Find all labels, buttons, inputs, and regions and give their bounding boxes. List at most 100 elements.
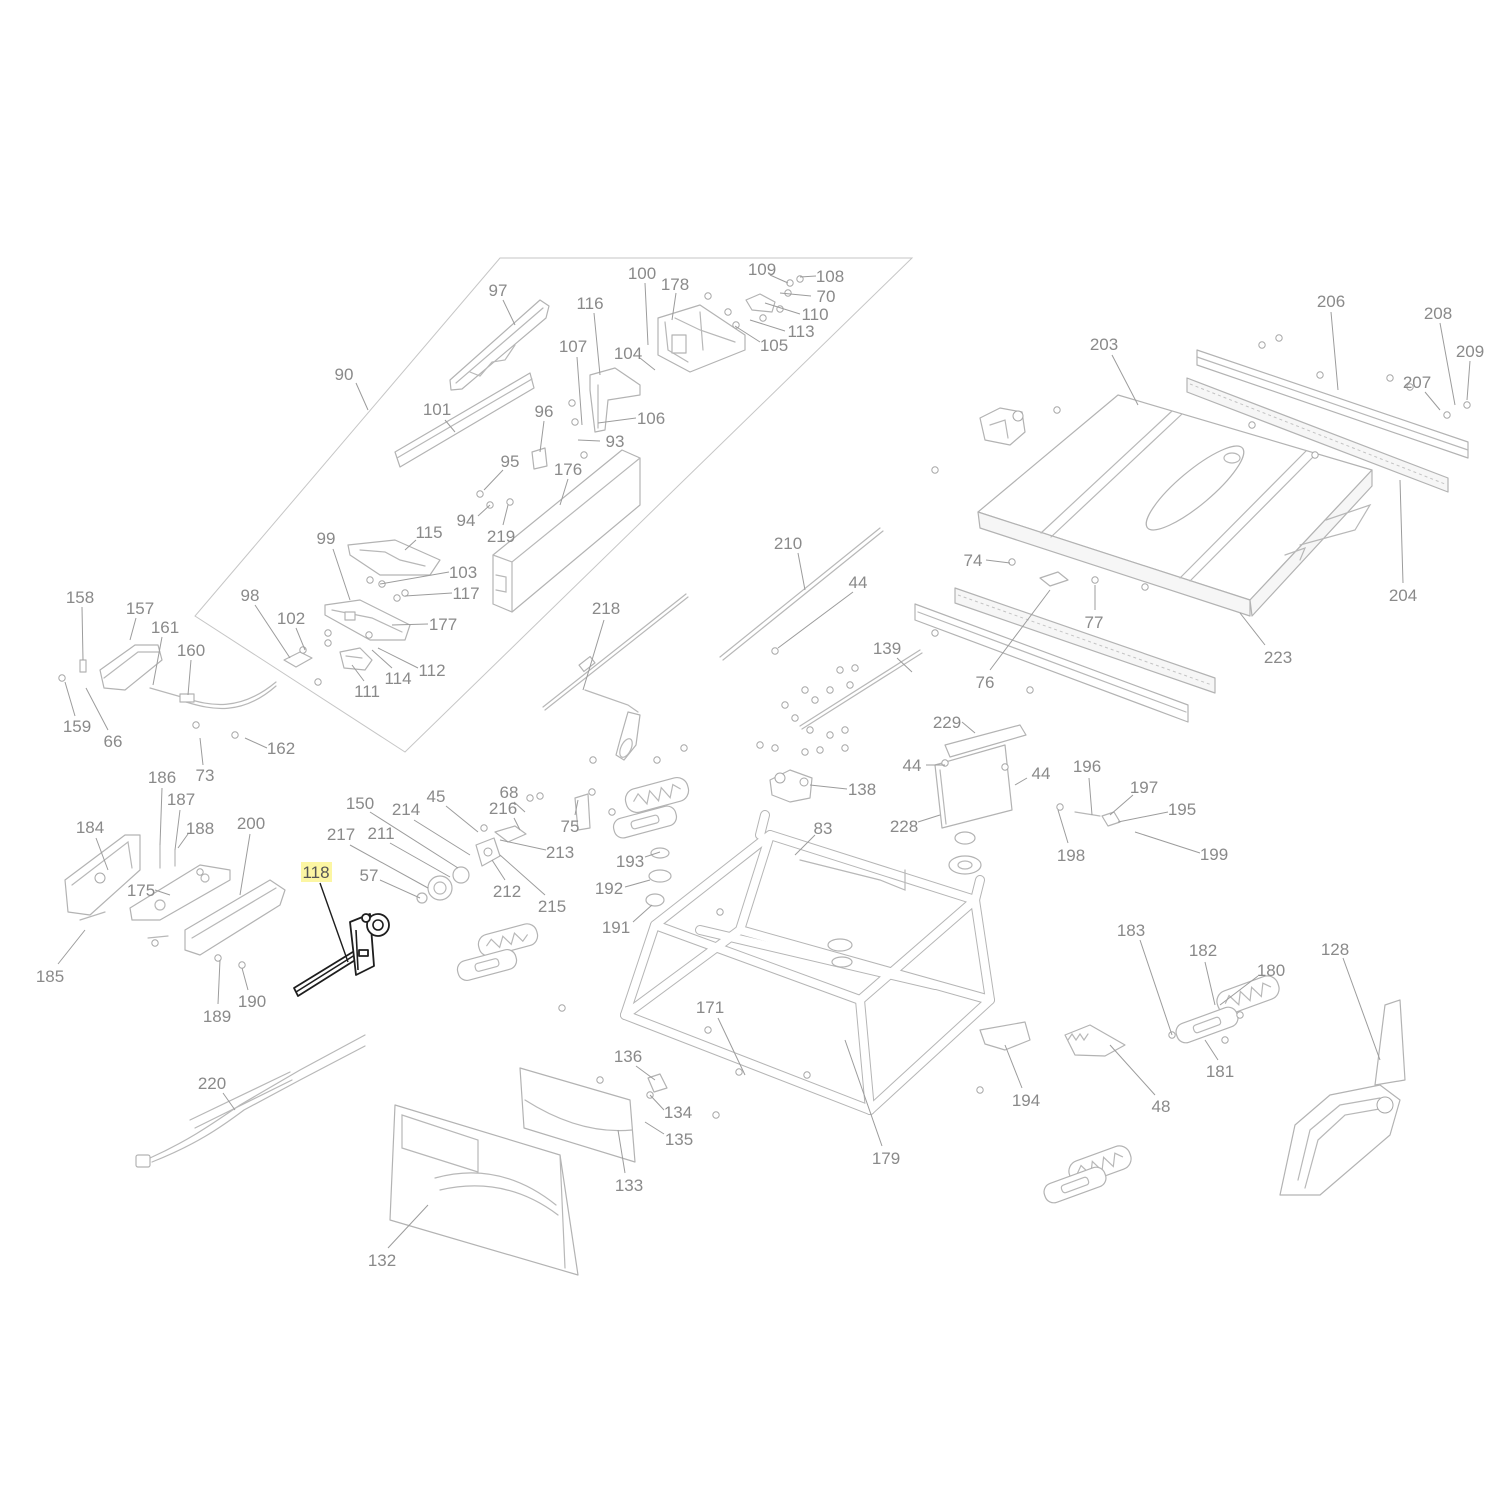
part-116-bracket (589, 367, 641, 433)
callout-139: 139 (873, 639, 901, 658)
callout-97: 97 (489, 281, 508, 300)
screw (759, 314, 767, 322)
part-194-bracket (979, 1021, 1031, 1051)
callout-189: 189 (203, 1007, 231, 1026)
screw (568, 399, 576, 407)
part-210-shaft (719, 527, 884, 661)
part-98-pad (283, 651, 313, 668)
screw (1001, 763, 1009, 771)
screw (1316, 371, 1324, 379)
callout-118-highlighted: 118 (302, 863, 329, 882)
screw (401, 589, 409, 597)
callout-109: 109 (748, 260, 776, 279)
callout-162: 162 (267, 739, 295, 758)
group-90-outline (194, 257, 914, 753)
callout-118-highlight (301, 862, 332, 882)
callout-229: 229 (933, 713, 961, 732)
screw (1406, 383, 1414, 391)
screw (841, 726, 849, 734)
screw (781, 701, 789, 709)
part-176-extrusion (492, 449, 641, 613)
part-200-rail (184, 879, 286, 956)
callout-198: 198 (1057, 846, 1085, 865)
screw (526, 794, 534, 802)
part-186-187-pins (147, 844, 176, 939)
callout-103: 103 (449, 563, 477, 582)
callout-101: 101 (423, 400, 451, 419)
callout-200: 200 (237, 814, 265, 833)
callout-188: 188 (186, 819, 214, 838)
part-157-handle (99, 644, 163, 691)
callout-83: 83 (814, 819, 833, 838)
part-foot-pad (1043, 1166, 1107, 1204)
callout-115: 115 (415, 523, 442, 542)
callout-212: 212 (493, 882, 521, 901)
screw (1091, 576, 1099, 584)
screw (771, 744, 779, 752)
leader-lines (57, 274, 1471, 1249)
screw (231, 731, 239, 739)
callout-194: 194 (1012, 1091, 1040, 1110)
part-132-housing-cover (389, 1104, 579, 1276)
screw (1258, 341, 1266, 349)
callout-192: 192 (595, 879, 623, 898)
callout-44: 44 (1032, 764, 1051, 783)
callout-220: 220 (198, 1074, 226, 1093)
callout-181: 181 (1206, 1062, 1234, 1081)
callout-199: 199 (1200, 845, 1228, 864)
part-220-power-cord (135, 1034, 366, 1168)
callout-76: 76 (976, 673, 995, 692)
callout-175: 175 (127, 881, 155, 900)
screw (589, 756, 597, 764)
screw (506, 498, 514, 506)
callout-93: 93 (606, 432, 625, 451)
callout-178: 178 (661, 275, 689, 294)
callout-190: 190 (238, 992, 266, 1011)
callout-206: 206 (1317, 292, 1345, 311)
callout-210: 210 (774, 534, 802, 553)
callout-216: 216 (489, 799, 517, 818)
screw (735, 1068, 743, 1076)
part-76-clamp (1039, 571, 1069, 587)
callout-44: 44 (849, 573, 868, 592)
callout-66: 66 (104, 732, 123, 751)
callout-45: 45 (427, 787, 446, 806)
callout-179: 179 (872, 1149, 900, 1168)
part-75-bracket (574, 793, 591, 831)
part-101-bar (394, 372, 535, 468)
callout-215: 215 (538, 897, 566, 916)
part-229-plate (944, 724, 1027, 758)
part-97-rail (449, 299, 550, 391)
callout-73: 73 (196, 766, 215, 785)
screw (756, 741, 764, 749)
callout-219: 219 (487, 527, 515, 546)
screw (724, 308, 732, 316)
screw (324, 639, 332, 647)
callout-195: 195 (1168, 800, 1196, 819)
screw (1463, 401, 1471, 409)
callout-74: 74 (964, 551, 983, 570)
part-180-wheel-pad (1216, 975, 1280, 1015)
screw (801, 686, 809, 694)
part-212-bracket (475, 837, 501, 867)
callout-196: 196 (1073, 757, 1101, 776)
part-181-foot-pad (1175, 1006, 1239, 1044)
callout-214: 214 (392, 800, 420, 819)
callout-217: 217 (327, 825, 355, 844)
screw (841, 744, 849, 752)
part-158-pin (79, 659, 87, 673)
part-204-fence-rail (1186, 377, 1449, 493)
callout-186: 186 (148, 768, 176, 787)
screw (931, 466, 939, 474)
part-foot-pad (612, 805, 678, 839)
callout-209: 209 (1456, 342, 1484, 361)
callout-160: 160 (177, 641, 205, 660)
part-160-cable (149, 681, 277, 710)
callout-176: 176 (554, 460, 582, 479)
part-133-plate (519, 1067, 636, 1163)
part-175-plate (129, 864, 231, 921)
part-177-plate (324, 599, 411, 641)
screw (680, 744, 688, 752)
screw (976, 1086, 984, 1094)
